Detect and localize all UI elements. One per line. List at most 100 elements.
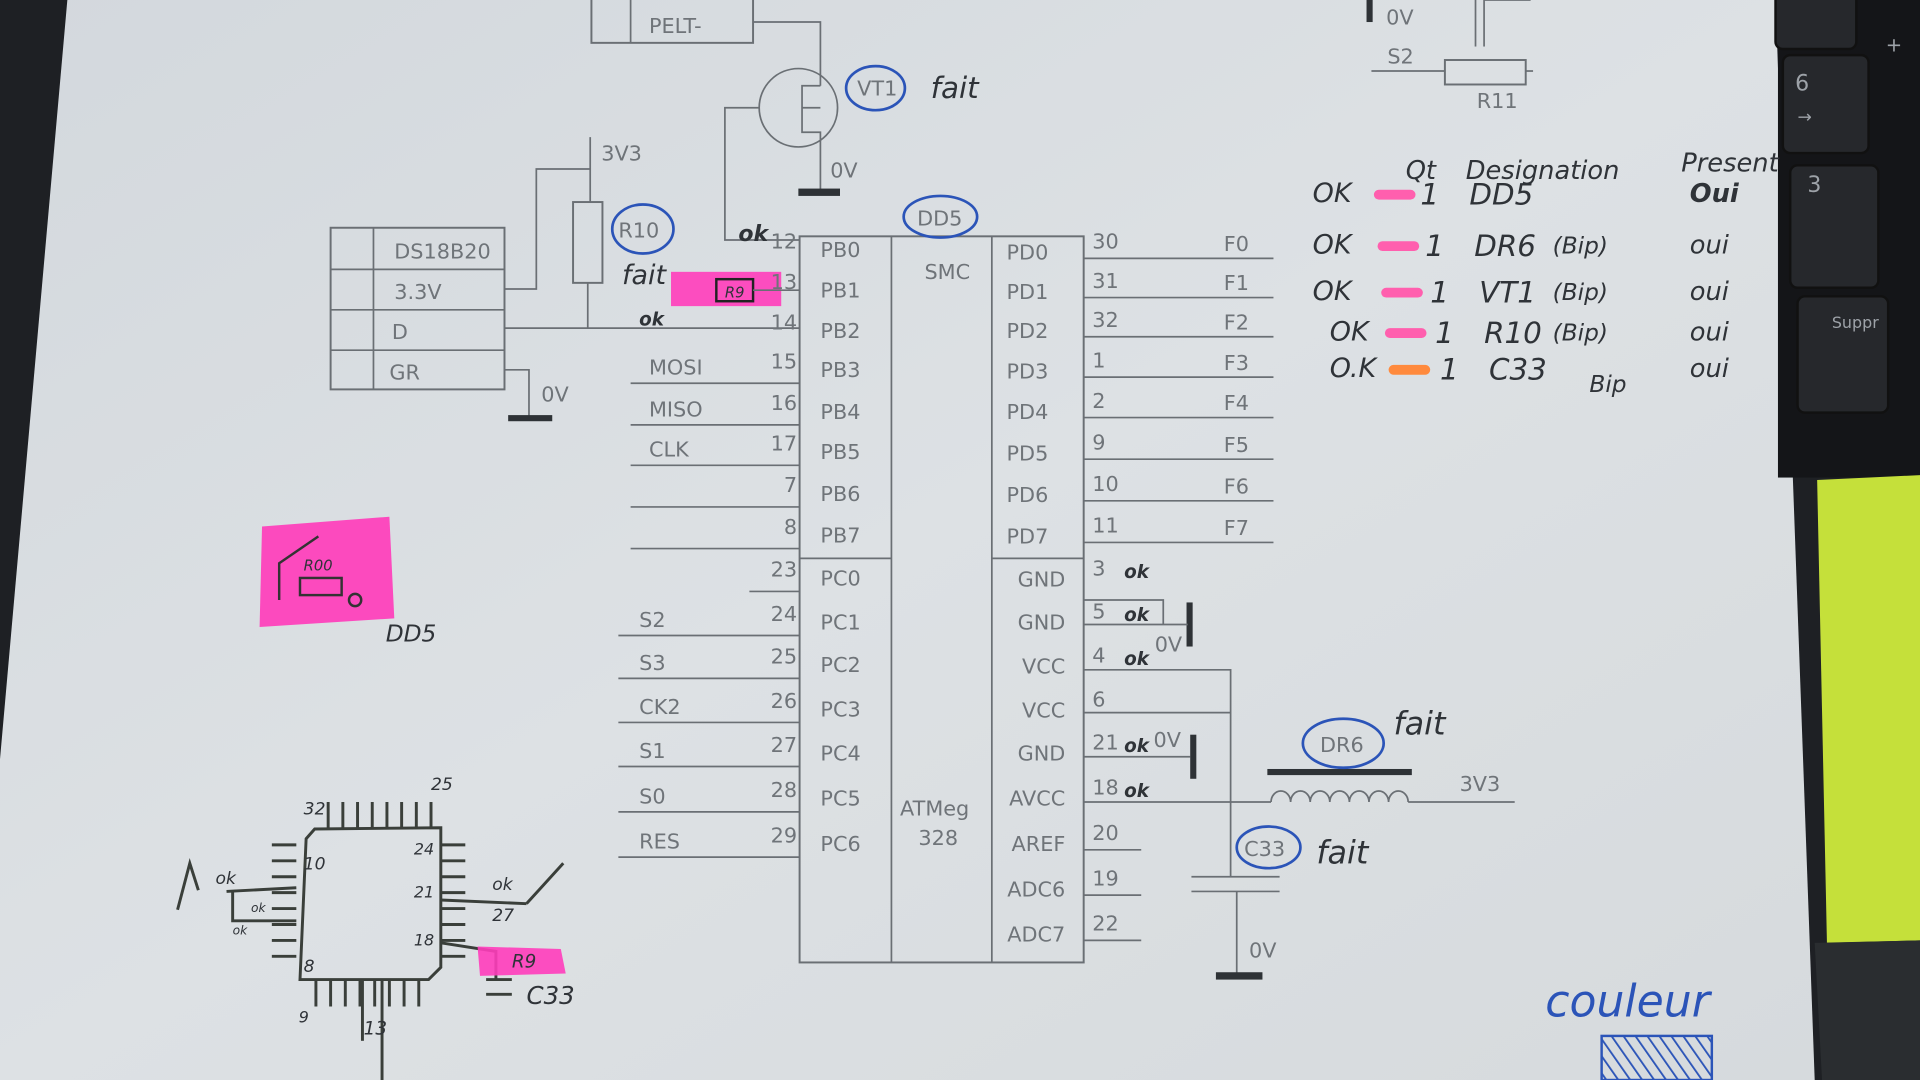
- signal-label: S1: [639, 739, 665, 763]
- pin-number: 9: [1092, 430, 1105, 454]
- keyboard-key-suppr: [1796, 295, 1890, 414]
- checklist-present: oui: [1690, 354, 1730, 384]
- signal-label: S0: [639, 784, 665, 808]
- rail-label: 3V3: [1460, 772, 1501, 796]
- signal-label: CK2: [639, 695, 680, 719]
- checklist-present: oui: [1690, 230, 1730, 260]
- rail-label: 3V3: [601, 141, 642, 165]
- pelt-label: PELT-: [649, 14, 702, 38]
- c33-label: C33: [527, 981, 575, 1010]
- qfp-pin-number: 13: [364, 1019, 387, 1040]
- checklist-designation: C33: [1489, 353, 1547, 387]
- pin-name: PB1: [820, 279, 860, 303]
- chip-name: ATMeg: [900, 797, 969, 821]
- pin-number: 14: [771, 310, 797, 334]
- highlighter-mark: [1373, 189, 1416, 200]
- pin-number: 22: [1092, 912, 1118, 936]
- dr6-label: DR6: [1320, 733, 1364, 757]
- pin-name: PD6: [1007, 483, 1049, 507]
- pin-name: PD7: [1007, 525, 1049, 549]
- pin-number: 8: [784, 515, 797, 539]
- net-label: S2: [1387, 45, 1413, 69]
- highlighter-mark: [1377, 241, 1420, 252]
- r00-label: R00: [304, 558, 333, 575]
- checklist-designation: DD5: [1469, 177, 1533, 211]
- key-label: 6: [1795, 72, 1809, 97]
- qfp-pin-number: 25: [431, 775, 453, 795]
- ok-mark: ok: [1124, 562, 1151, 583]
- checklist-designation: VT1: [1479, 275, 1536, 309]
- pin-number: 29: [771, 823, 797, 847]
- ok-mark: ok: [1124, 736, 1151, 757]
- keyboard: 6 → 3 Suppr +: [1774, 0, 1920, 1080]
- pin-number: 26: [771, 689, 797, 713]
- pin-number: 11: [1092, 514, 1118, 538]
- checklist-note: (Bip): [1553, 319, 1608, 346]
- pin-name: PB5: [820, 440, 860, 464]
- color-swatch: [1600, 1034, 1714, 1080]
- ok-mark: ok: [639, 310, 666, 331]
- signal-label: F0: [1224, 232, 1249, 256]
- pin-name: PD5: [1007, 441, 1049, 465]
- pin-name: ADC6: [1007, 877, 1065, 901]
- ok-mark: ok: [233, 923, 248, 937]
- checklist-qty: 1: [1420, 177, 1439, 211]
- pin-name: ADC7: [1007, 923, 1065, 947]
- r11-section: 0V S2 R11: [1366, 0, 1534, 113]
- pin-number: 15: [771, 350, 797, 374]
- qfp-pin-number: 8: [304, 957, 315, 977]
- pin-number: 13: [771, 270, 797, 294]
- pin-name: PB2: [820, 319, 860, 343]
- pin-name: PB7: [820, 523, 860, 547]
- sticky-note: [1817, 475, 1920, 943]
- signal-label: F2: [1224, 310, 1249, 334]
- power-section: 0V 0V 3V3 DR6 fait 0V C33 fait: [1083, 599, 1515, 980]
- checklist-qty: 1: [1425, 229, 1444, 263]
- pin-name: GND: [1018, 610, 1066, 634]
- inductor-core: [1267, 768, 1412, 776]
- pin-number: 19: [1092, 866, 1118, 890]
- pin-name: VCC: [1022, 654, 1065, 678]
- checklist-present: oui: [1690, 317, 1730, 347]
- pin-name: AVCC: [1009, 787, 1065, 811]
- ds18b20-section: DS18B20 3.3V D GR 3V3 0V R10 fait R9 ok …: [329, 137, 800, 422]
- pin-name: GND: [1018, 741, 1066, 765]
- dd5-label: DD5: [386, 621, 437, 648]
- sensor-pin: D: [392, 320, 408, 344]
- signal-label: F1: [1224, 271, 1249, 295]
- r10-label: R10: [618, 219, 659, 243]
- checklist-note: (Bip): [1553, 279, 1608, 306]
- key-label: 3: [1807, 173, 1821, 198]
- pin-number: 25: [771, 645, 797, 669]
- checklist-header: Qt: [1406, 156, 1437, 186]
- ok-mark: ok: [1124, 649, 1151, 670]
- couleur-note: couleur: [1545, 976, 1712, 1027]
- highlighter-mark: [1381, 287, 1423, 298]
- pin-name: PB3: [820, 358, 860, 382]
- r9-label: R9: [512, 951, 536, 972]
- pin-name: PB0: [820, 238, 860, 262]
- pin-number: 6: [1092, 688, 1105, 712]
- checklist-present: oui: [1690, 277, 1730, 307]
- c33-label: C33: [1244, 837, 1285, 861]
- sensor-name: DS18B20: [394, 239, 490, 263]
- ok-mark: ok: [1124, 781, 1151, 802]
- highlighter-mark: [1388, 364, 1431, 375]
- pin-name: PD4: [1007, 400, 1049, 424]
- qfp-pin-number: 24: [414, 840, 434, 859]
- mosfet-section: PELT- 0V VT1 fait: [590, 0, 980, 241]
- pin-name: PC5: [820, 787, 860, 811]
- pin-name: PC3: [820, 697, 860, 721]
- c33-note: fait: [1316, 833, 1370, 871]
- pin-number: 21: [1092, 730, 1118, 754]
- pin-number: 23: [771, 558, 797, 582]
- chip-ref: DD5: [917, 206, 962, 230]
- signal-label: F4: [1224, 391, 1249, 415]
- pin-number: 31: [1092, 269, 1118, 293]
- pin-number: 17: [771, 432, 797, 456]
- ok-mark: ok: [1124, 605, 1151, 626]
- keyboard-key-3: [1788, 164, 1880, 289]
- chip-smc-label: SMC: [924, 260, 970, 284]
- highlighter-mark: [1384, 328, 1427, 338]
